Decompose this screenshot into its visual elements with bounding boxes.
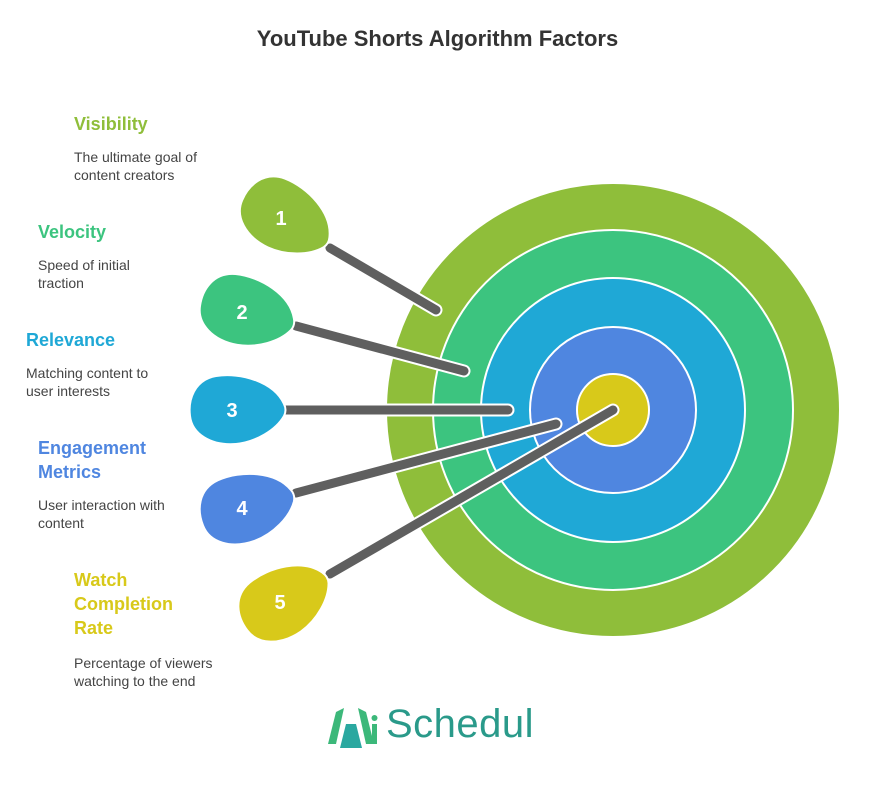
dart-flight-shape	[198, 272, 296, 347]
logo-text: Schedul	[386, 702, 535, 746]
factor-desc-2: Speed of initial traction	[38, 257, 130, 291]
dart-number-4: 4	[236, 498, 248, 520]
logo-mark-icon	[372, 724, 377, 744]
factor-desc-1: The ultimate goal of content creators	[74, 149, 197, 183]
factor-desc-4: User interaction with content	[38, 497, 165, 531]
page-title: YouTube Shorts Algorithm Factors	[256, 26, 619, 51]
factor-label-3: Relevance	[26, 330, 116, 350]
dart-flight-shape	[188, 374, 287, 446]
logo-mark-icon	[358, 708, 374, 744]
dart-flight-4	[198, 472, 296, 546]
factor-label-2: Velocity	[38, 222, 107, 242]
dart-shaft-4	[291, 419, 561, 498]
dart-shaft-1	[325, 243, 441, 315]
logo-mark-icon	[371, 715, 378, 721]
factor-desc-3: Matching content to user interests	[26, 365, 149, 399]
dart-flight-5	[237, 564, 330, 643]
dart-number-2: 2	[236, 302, 247, 324]
dart-number-3: 3	[226, 400, 237, 422]
dart-flight-2	[198, 272, 296, 347]
dart-flight-3	[188, 374, 287, 446]
factor-desc-5: Percentage of viewers watching to the en…	[74, 655, 213, 689]
dart-flight-1	[238, 175, 331, 255]
factor-label-4: Engagement Metrics	[38, 438, 147, 482]
logo-mark-icon	[340, 724, 362, 748]
dart-shaft-2	[291, 321, 469, 376]
dart-flight-shape	[198, 472, 296, 546]
dart-flight-shape	[237, 564, 330, 643]
factor-label-5: Watch Completion Rate	[74, 570, 173, 638]
dart-number-5: 5	[274, 592, 285, 614]
dart-number-1: 1	[275, 208, 286, 230]
dart-shaft-5	[325, 405, 618, 579]
dart-flight-shape	[238, 175, 331, 255]
factor-label-1: Visibility	[74, 114, 148, 134]
logo-mark-icon	[328, 708, 344, 744]
